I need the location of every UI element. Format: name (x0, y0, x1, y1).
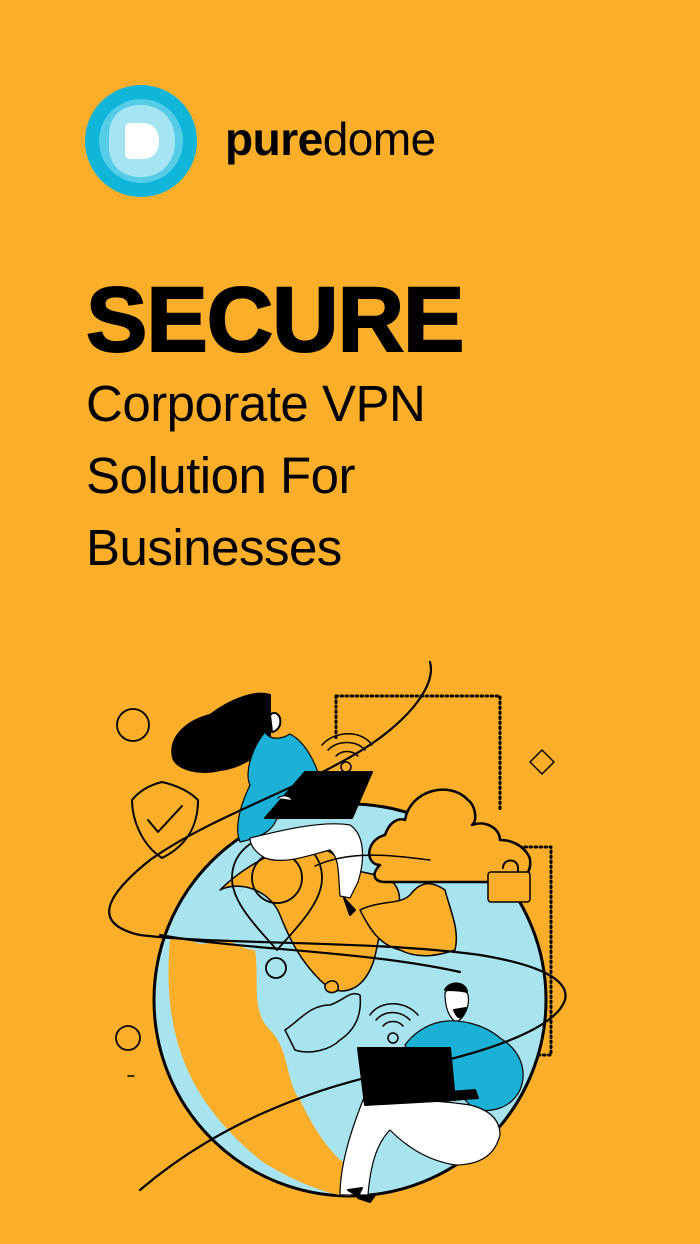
cloud-icon (368, 788, 532, 884)
brand-name: puredome (225, 116, 436, 162)
wifi-icon (321, 733, 373, 773)
brand-name-bold: pure (225, 113, 323, 165)
circle-decor (115, 1025, 141, 1051)
puredome-logo-icon (85, 85, 197, 197)
woman-with-laptop (171, 692, 373, 916)
shield-check-icon (131, 781, 199, 859)
man-with-laptop (339, 982, 524, 1203)
headline-line-1: Corporate VPN (86, 375, 426, 432)
padlock-icon (487, 859, 531, 903)
orbit-lines (108, 660, 567, 1192)
brand-name-light: dome (322, 113, 437, 165)
diamond-decor (529, 749, 555, 775)
headline-line-3: Businesses (86, 519, 342, 576)
headline-main: SECURE (85, 269, 465, 371)
brand-logo: puredome (85, 85, 436, 197)
wifi-icon (369, 1003, 419, 1044)
vpn-illustration (108, 660, 567, 1203)
headline-line-2: Solution For (86, 447, 355, 504)
hero-headline: SECURE Corporate VPN Solution For Busine… (85, 269, 465, 584)
circle-decor (116, 708, 150, 742)
